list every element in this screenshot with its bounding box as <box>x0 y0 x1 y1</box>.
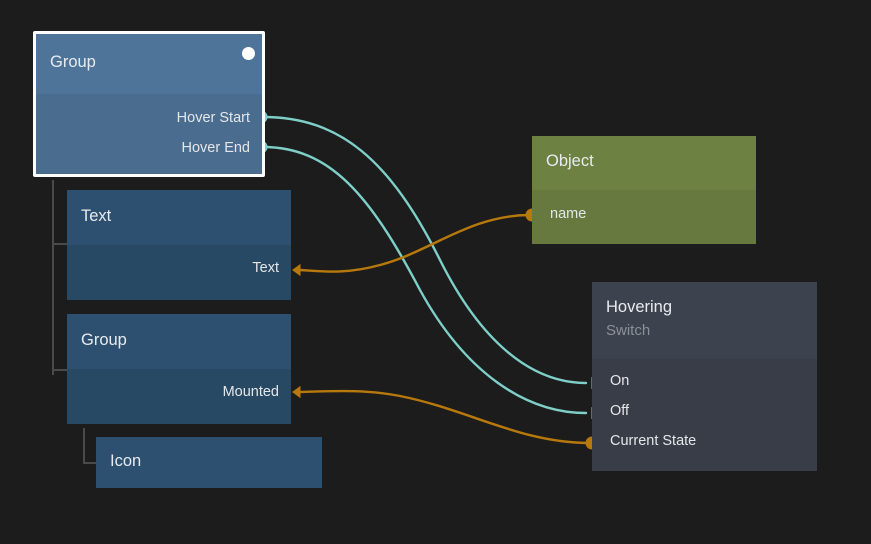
port-label: Current State <box>610 433 697 449</box>
port-label: Text <box>252 260 279 276</box>
tree-branch-text <box>52 243 67 245</box>
port-label: Hover End <box>181 140 250 156</box>
node-title-hovering-node: Hovering <box>606 298 673 316</box>
port-name[interactable]: name <box>532 206 756 226</box>
port-label: name <box>550 206 587 222</box>
tree-trunk-root <box>52 180 54 375</box>
edge-arrow-text <box>292 263 301 277</box>
edge-current-state-to-mounted[interactable] <box>294 389 592 445</box>
port-hover-start[interactable]: Hover Start <box>36 110 262 130</box>
port-label: Off <box>610 403 630 419</box>
node-header-object-node[interactable]: Object <box>532 136 756 190</box>
port-mounted[interactable]: Mounted <box>67 384 291 404</box>
edge-arrow-mounted <box>292 385 301 399</box>
node-title-icon-node: Icon <box>110 451 142 470</box>
tree-branch-group <box>52 369 67 371</box>
port-hover-end[interactable]: Hover End <box>36 140 262 160</box>
node-subtitle-hovering-node: Switch <box>606 322 651 339</box>
port-text[interactable]: Text <box>67 260 291 280</box>
port-on[interactable]: On <box>592 373 817 393</box>
selection-indicator-dot[interactable] <box>242 47 255 60</box>
node-body-hovering-node <box>592 359 817 471</box>
node-title-group-root: Group <box>50 53 96 71</box>
port-off[interactable]: Off <box>592 403 817 423</box>
node-header-group-root[interactable]: Group <box>36 34 262 94</box>
node-body-text-node <box>67 245 291 300</box>
node-body-group-root <box>36 94 262 174</box>
port-label: On <box>610 373 630 389</box>
port-label: Mounted <box>222 384 279 400</box>
node-icon-node[interactable]: Icon <box>96 437 322 488</box>
node-object-node[interactable]: Object name <box>532 136 756 244</box>
edge-name-to-text[interactable] <box>294 213 532 273</box>
node-header-icon-node[interactable]: Icon <box>96 437 322 488</box>
port-label: Hover Start <box>176 110 250 126</box>
node-title-group-child: Group <box>81 330 127 349</box>
node-header-group-child[interactable]: Group <box>67 314 291 369</box>
tree-branch-icon <box>83 462 97 464</box>
node-title-text-node: Text <box>81 206 112 225</box>
port-current-state[interactable]: Current State <box>592 433 817 453</box>
tree-trunk-group <box>83 428 85 463</box>
node-body-object-node <box>532 190 756 244</box>
node-header-text-node[interactable]: Text <box>67 190 291 245</box>
node-title-object-node: Object <box>546 152 594 170</box>
node-body-group-child <box>67 369 291 424</box>
